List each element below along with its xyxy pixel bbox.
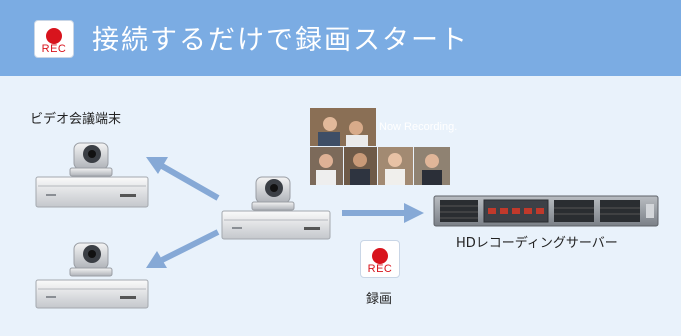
rec-icon: REC xyxy=(34,20,74,58)
arrow-icon xyxy=(146,157,220,201)
server-icon xyxy=(433,195,659,227)
endpoint-bottom-left xyxy=(35,242,149,309)
rec-icon: REC xyxy=(360,240,400,278)
endpoint-center xyxy=(221,176,331,240)
arrow-icon xyxy=(146,229,220,268)
arrow-icon xyxy=(342,203,424,223)
codec-icon xyxy=(35,176,149,208)
record-icon-label: REC xyxy=(367,263,393,275)
rec-dot xyxy=(372,248,388,264)
server-label: HDレコーディングサーバー xyxy=(456,236,618,251)
rec-icon-label: REC xyxy=(41,43,67,55)
record-label: 録画 xyxy=(366,292,393,307)
rec-dot xyxy=(46,28,62,44)
camera-icon xyxy=(69,142,113,177)
monitor-status-text: Now Recording. xyxy=(379,121,458,133)
header-banner: REC 接続するだけで録画スタート xyxy=(0,0,681,76)
endpoints-label: ビデオ会議端末 xyxy=(30,112,122,127)
camera-icon xyxy=(251,176,295,211)
codec-icon xyxy=(35,279,149,309)
endpoint-top-left xyxy=(35,142,149,208)
monitor-icon xyxy=(310,108,450,185)
codec-icon xyxy=(221,210,331,240)
page-title: 接続するだけで録画スタート xyxy=(92,25,469,56)
camera-icon xyxy=(69,242,113,277)
